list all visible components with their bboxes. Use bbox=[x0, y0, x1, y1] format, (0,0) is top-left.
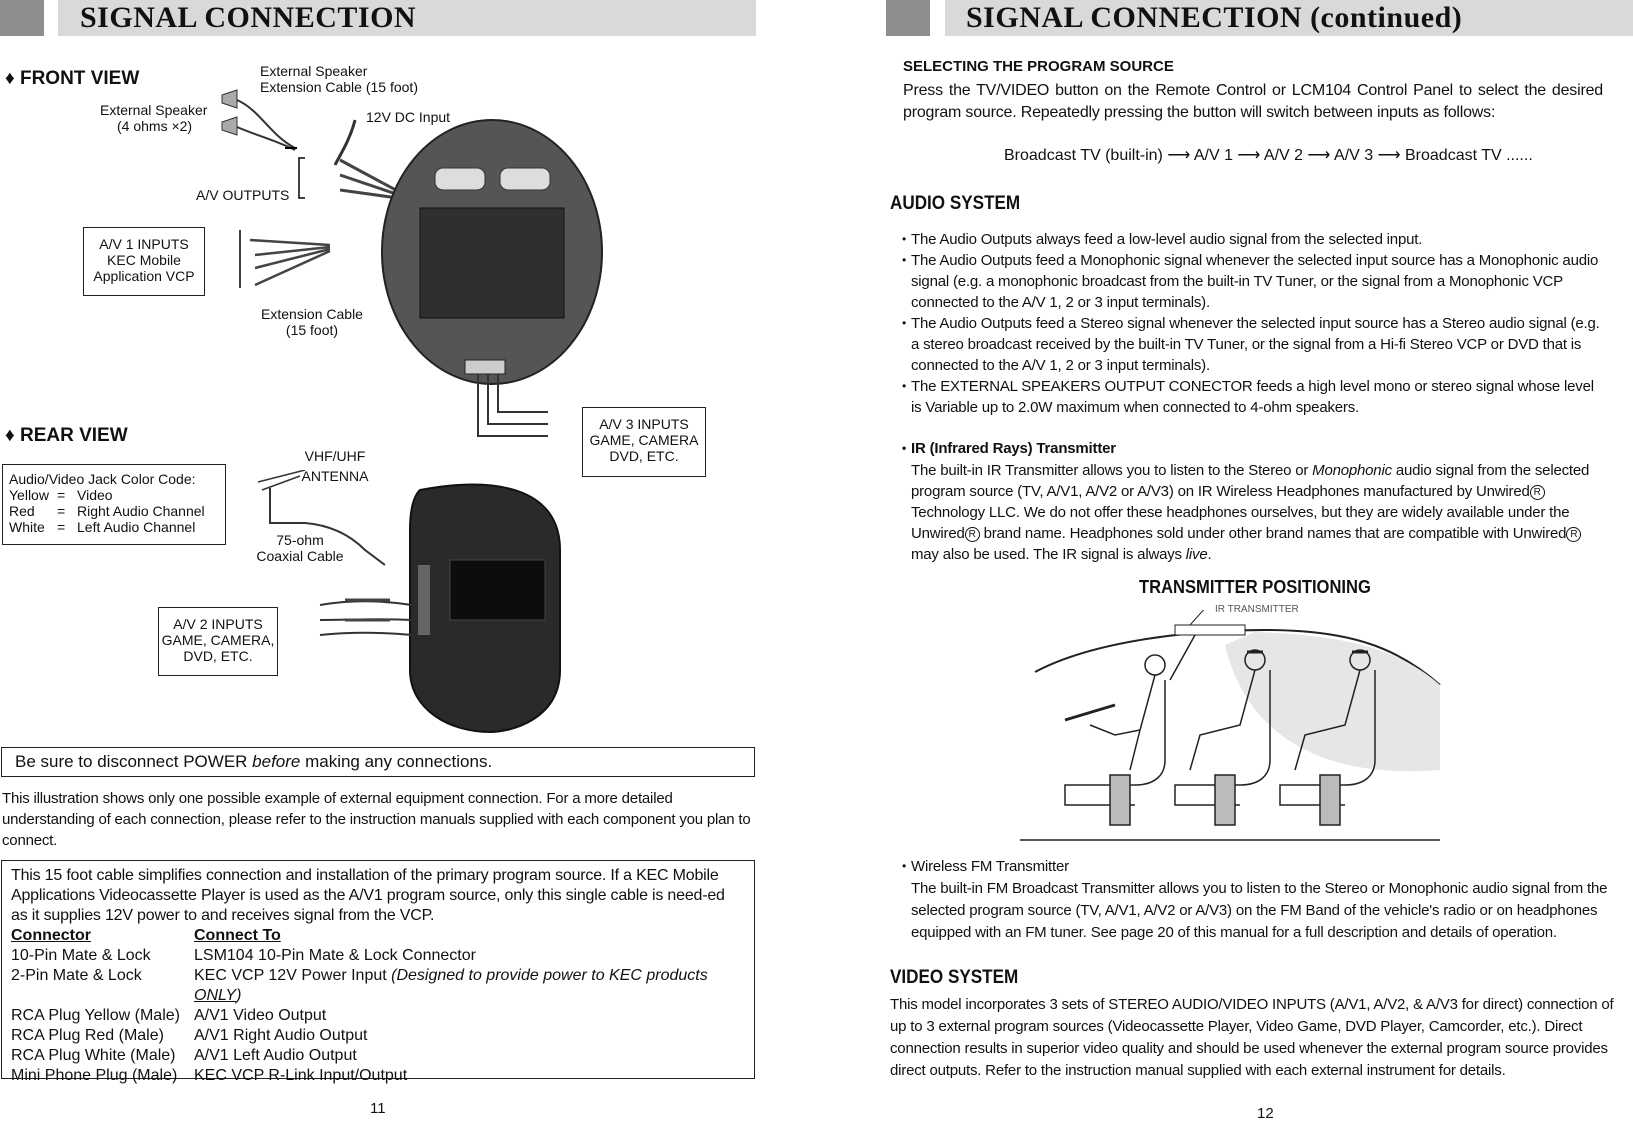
speaker-icon bbox=[222, 90, 237, 108]
list-item: The Audio Outputs feed a Monophonic sign… bbox=[911, 250, 1606, 313]
illustration-note: This illustration shows only one possibl… bbox=[2, 788, 752, 851]
fm-text: The built-in FM Broadcast Transmitter al… bbox=[911, 878, 1633, 944]
diamond-icon: ♦ bbox=[5, 425, 15, 446]
speaker-icon bbox=[222, 117, 237, 135]
video-system-title: VIDEO SYSTEM bbox=[890, 967, 1018, 989]
registered-icon: R bbox=[1566, 527, 1581, 542]
page-title-right: SIGNAL CONNECTION (continued) bbox=[966, 1, 1462, 35]
arrow-right-icon: ⟶ bbox=[1378, 147, 1401, 164]
ir-title: IR (Infrared Rays) Transmitter bbox=[911, 438, 1116, 459]
audio-system-title: AUDIO SYSTEM bbox=[890, 193, 1020, 215]
page-number-left: 11 bbox=[370, 1100, 386, 1117]
source-sequence: Broadcast TV (built-in) ⟶ A/V 1 ⟶ A/V 2 … bbox=[1004, 145, 1533, 165]
front-view-illustration bbox=[0, 0, 760, 470]
header-block-right bbox=[886, 0, 930, 36]
video-system-text: This model incorporates 3 sets of STEREO… bbox=[890, 994, 1630, 1082]
table-row: Mini Phone Plug (Male)KEC VCP R-Link Inp… bbox=[11, 1066, 745, 1086]
warning-box: Be sure to disconnect POWER before makin… bbox=[1, 747, 755, 777]
registered-icon: R bbox=[965, 527, 980, 542]
cable-info-box: This 15 foot cable simplifies connection… bbox=[1, 860, 755, 1079]
rear-view-illustration bbox=[0, 470, 760, 740]
table-row: RCA Plug Yellow (Male)A/V1 Video Output bbox=[11, 1006, 745, 1026]
driver-figure bbox=[1065, 655, 1165, 825]
ir-transmitter-icon bbox=[1175, 625, 1245, 635]
list-item: The Audio Outputs feed a Stereo signal w… bbox=[911, 313, 1606, 376]
antenna-icon bbox=[258, 470, 305, 490]
table-row: RCA Plug Red (Male)A/V1 Right Audio Outp… bbox=[11, 1026, 745, 1046]
arrow-right-icon: ⟶ bbox=[1167, 147, 1190, 164]
table-row: RCA Plug White (Male)A/V1 Left Audio Out… bbox=[11, 1046, 745, 1066]
fm-title: Wireless FM Transmitter bbox=[911, 856, 1069, 877]
ir-text: The built-in IR Transmitter allows you t… bbox=[911, 460, 1611, 565]
program-source-text: Press the TV/VIDEO button on the Remote … bbox=[903, 80, 1603, 124]
cable-intro: This 15 foot cable simplifies connection… bbox=[11, 866, 745, 926]
arrow-right-icon: ⟶ bbox=[1237, 147, 1260, 164]
page-number-right: 12 bbox=[1257, 1105, 1274, 1122]
list-item: The Audio Outputs always feed a low-leve… bbox=[911, 229, 1606, 250]
arrow-right-icon: ⟶ bbox=[1308, 147, 1331, 164]
transmitter-title: TRANSMITTER POSITIONING bbox=[1139, 577, 1371, 598]
transmitter-illustration bbox=[1015, 610, 1445, 845]
program-source-title: SELECTING THE PROGRAM SOURCE bbox=[903, 58, 1174, 75]
registered-icon: R bbox=[1530, 485, 1545, 500]
list-item: The EXTERNAL SPEAKERS OUTPUT CONECTOR fe… bbox=[911, 376, 1606, 418]
rear-view-title: ♦ REAR VIEW bbox=[5, 425, 128, 447]
audio-bullets: The Audio Outputs always feed a low-leve… bbox=[911, 229, 1606, 418]
